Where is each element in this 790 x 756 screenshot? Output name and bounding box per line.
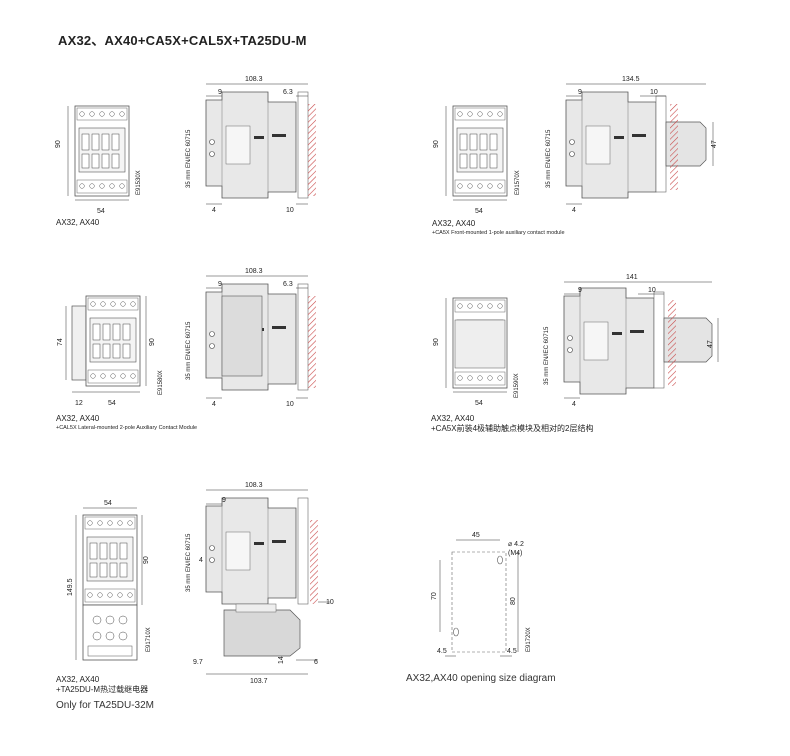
d6-outline [451, 551, 507, 653]
d3-dim-10: 10 [286, 401, 294, 408]
d1-front-view [74, 105, 130, 197]
d6-holes [453, 555, 503, 637]
d2-caption-sub: +CA5X Front-mounted 1-pole auxiliary con… [432, 230, 565, 236]
d6-width-45: 45 [472, 532, 480, 539]
d2-side-view [565, 91, 707, 199]
d1-dim-10: 10 [286, 207, 294, 214]
d3-height-74: 74 [57, 338, 64, 346]
d2-dim-4: 4 [572, 207, 576, 214]
d2-caption: AX32, AX40 [432, 219, 476, 228]
d4-caption: AX32, AX40 [431, 414, 475, 423]
d3-caption: AX32, AX40 [56, 414, 100, 423]
d4-code: E91590X [514, 373, 520, 398]
d5-height-90: 90 [143, 556, 150, 564]
d1-dimension-lines [67, 106, 129, 201]
d5-dim-6: 6 [314, 659, 318, 666]
d4-height-90: 90 [433, 338, 440, 346]
d6-dim-45-right: 4.5 [507, 648, 517, 655]
d1-width-108: 108.3 [245, 76, 263, 83]
d2-height-90: 90 [433, 140, 440, 148]
page-title: AX32、AX40+CA5X+CAL5X+TA25DU-M [58, 33, 307, 48]
d3-dim-63: 6.3 [283, 281, 293, 288]
d5-front-view [82, 514, 138, 661]
d4-caption-sub: +CA5X前装4极辅助触点模块及相对的2层结构 [431, 424, 594, 433]
d6-height-80: 80 [510, 597, 517, 605]
d5-note: Only for TA25DU-32M [56, 700, 154, 711]
d2-front-view [452, 105, 508, 197]
d6-thread: (M4) [508, 550, 522, 557]
d6-code: E91720X [526, 627, 532, 652]
d5-height-149: 149.5 [67, 578, 74, 596]
d5-side-view [205, 497, 318, 657]
d1-side-view [205, 91, 316, 199]
d5-dim-14: 14 [278, 656, 285, 664]
d5-width-54: 54 [104, 500, 112, 507]
d4-rail-label: 35 mm EN/IEC 60715 [544, 326, 550, 385]
d1-dim-4: 4 [212, 207, 216, 214]
d1-height-90: 90 [55, 140, 62, 148]
d4-front-view [452, 297, 508, 389]
d5-code: E91710X [146, 627, 152, 652]
d3-width-54: 54 [108, 400, 116, 407]
d4-dim-9: 9 [578, 287, 582, 294]
d5-rail-label: 35 mm EN/IEC 60715 [186, 533, 192, 592]
d2-dim-10: 10 [650, 89, 658, 96]
d5-dim-9: 9 [222, 497, 226, 504]
d6-dim-45-left: 4.5 [437, 648, 447, 655]
d5-dim-10: 10 [326, 599, 334, 606]
d3-caption-sub: +CAL5X Lateral-mounted 2-pole Auxiliary … [56, 425, 198, 431]
d2-dim-9: 9 [578, 89, 582, 96]
d3-code: E91580X [158, 370, 164, 395]
d1-code: E91530X [136, 170, 142, 195]
d3-width-12: 12 [75, 400, 83, 407]
d5-width-103: 103.7 [250, 678, 268, 685]
d4-dim-4: 4 [572, 401, 576, 408]
d5-dim-4: 4 [199, 557, 203, 564]
d4-dim-10: 10 [648, 287, 656, 294]
d1-dim-63: 6.3 [283, 89, 293, 96]
d2-width-134: 134.5 [622, 76, 640, 83]
d3-rail-label: 35 mm EN/IEC 60715 [186, 321, 192, 380]
d3-side-view [205, 283, 316, 391]
d2-width-54: 54 [475, 208, 483, 215]
d6-height-70: 70 [431, 592, 438, 600]
d6-caption: AX32,AX40 opening size diagram [406, 673, 556, 684]
d4-side-view [563, 287, 713, 395]
d1-rail-label: 35 mm EN/IEC 60715 [186, 129, 192, 188]
d3-dim-9: 9 [218, 281, 222, 288]
d5-caption: AX32, AX40 [56, 675, 100, 684]
d5-caption-sub: +TA25DU-M热过载继电器 [56, 685, 149, 694]
d2-code: E91570X [515, 170, 521, 195]
d2-rail-label: 35 mm EN/IEC 60715 [546, 129, 552, 188]
d4-dim-47: 47 [707, 340, 714, 348]
d6-hole-dia: ⌀ 4.2 [508, 541, 524, 548]
d5-dim-97: 9.7 [193, 659, 203, 666]
d3-height-90: 90 [149, 338, 156, 346]
d1-caption: AX32, AX40 [56, 218, 100, 227]
d1-dim-9: 9 [218, 89, 222, 96]
d3-width-108: 108.3 [245, 268, 263, 275]
d2-dim-47: 47 [711, 140, 718, 148]
d1-width-54: 54 [97, 208, 105, 215]
d4-width-54: 54 [475, 400, 483, 407]
d3-dim-4: 4 [212, 401, 216, 408]
d5-width-108: 108.3 [245, 482, 263, 489]
d4-width-141: 141 [626, 274, 638, 281]
d3-front-view [71, 295, 141, 387]
